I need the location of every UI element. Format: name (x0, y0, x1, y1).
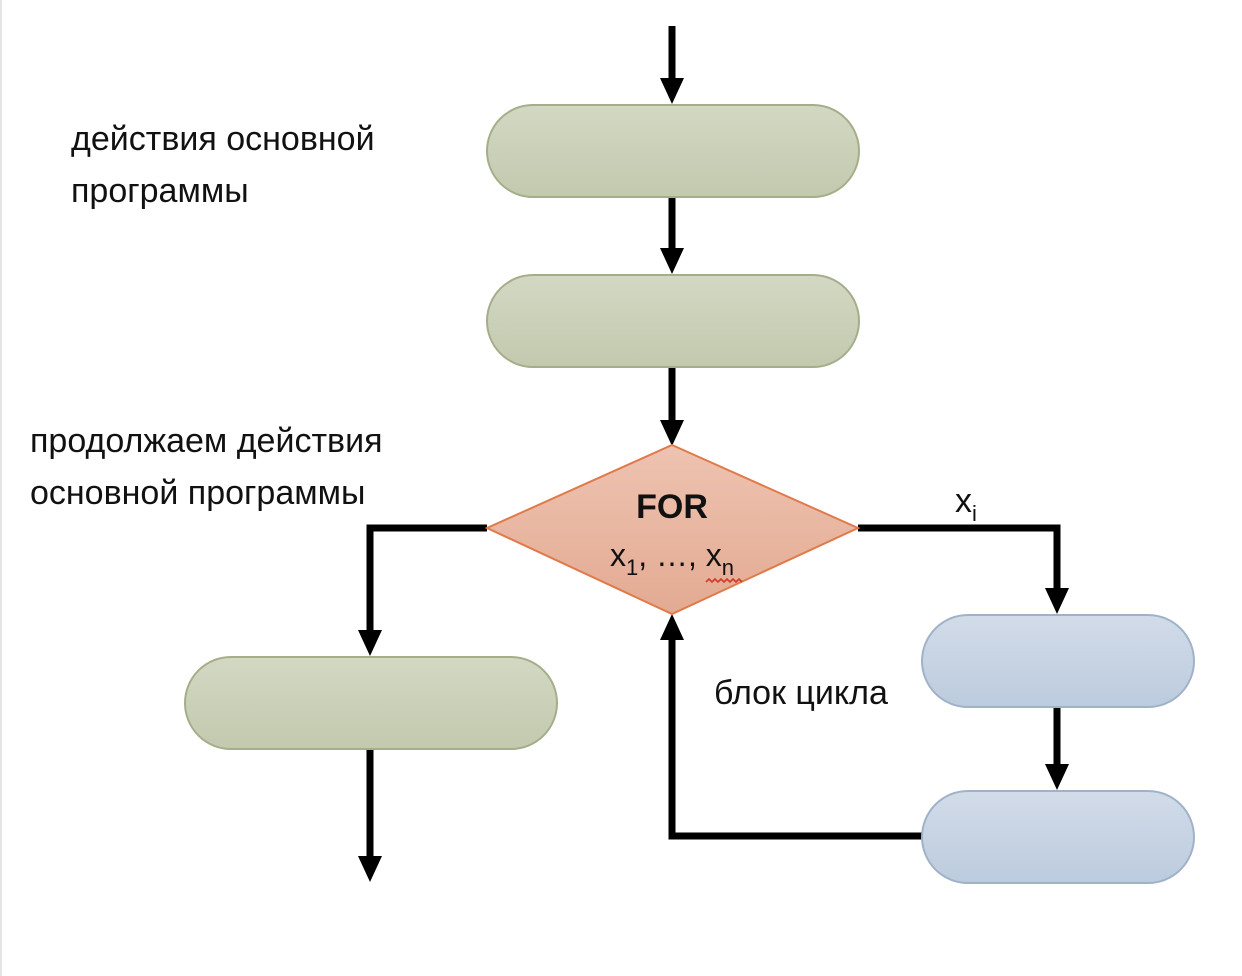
arrowhead-entry (660, 78, 684, 104)
arrowhead-loop2 (1045, 764, 1069, 790)
spellcheck-underline (705, 577, 743, 584)
for-to-loop-body-line (858, 524, 1061, 592)
arrowhead-exit-block (358, 630, 382, 656)
arrowhead-loop1 (1045, 588, 1069, 614)
loop-back-line (668, 636, 922, 840)
for-keyword: FOR (636, 488, 708, 526)
arrowheads (358, 78, 1069, 882)
arrowhead-block2 (660, 248, 684, 274)
loop-block-label: блок цикла (714, 674, 888, 712)
iteration-var-subscript: i (972, 501, 977, 526)
main-actions-label-line1: действия основной (71, 120, 375, 158)
continue-actions-label-line1: продолжаем действия (30, 422, 382, 460)
main-actions-label-line2: программы (71, 172, 249, 210)
continue-action-block (184, 656, 558, 750)
continue-actions-label-line2: основной программы (30, 474, 365, 512)
for-variables: x1, …, xn (610, 537, 734, 580)
for-var-separator: , …, (638, 537, 706, 573)
for-var-first: x (610, 537, 626, 573)
connectors (366, 26, 1061, 858)
for-var-last-subscript: n (722, 555, 734, 580)
arrowhead-out (358, 856, 382, 882)
arrowhead-loop-back (660, 614, 684, 640)
continue-actions-label: продолжаем действия основной программы (30, 422, 392, 512)
for-var-last: x (706, 537, 722, 573)
iteration-variable-label: xi (955, 482, 977, 526)
for-decision-diamond (484, 443, 861, 616)
main-actions-label: действия основной программы (71, 120, 384, 210)
for-exit-line (366, 524, 487, 634)
loop-body-block-1 (921, 614, 1195, 708)
page-left-border (0, 0, 2, 976)
iteration-var: x (955, 482, 972, 520)
for-var-first-subscript: 1 (626, 555, 638, 580)
arrowhead-for (660, 420, 684, 446)
loop-body-block-2 (921, 790, 1195, 884)
main-action-block-1 (486, 104, 860, 198)
main-action-block-2 (486, 274, 860, 368)
